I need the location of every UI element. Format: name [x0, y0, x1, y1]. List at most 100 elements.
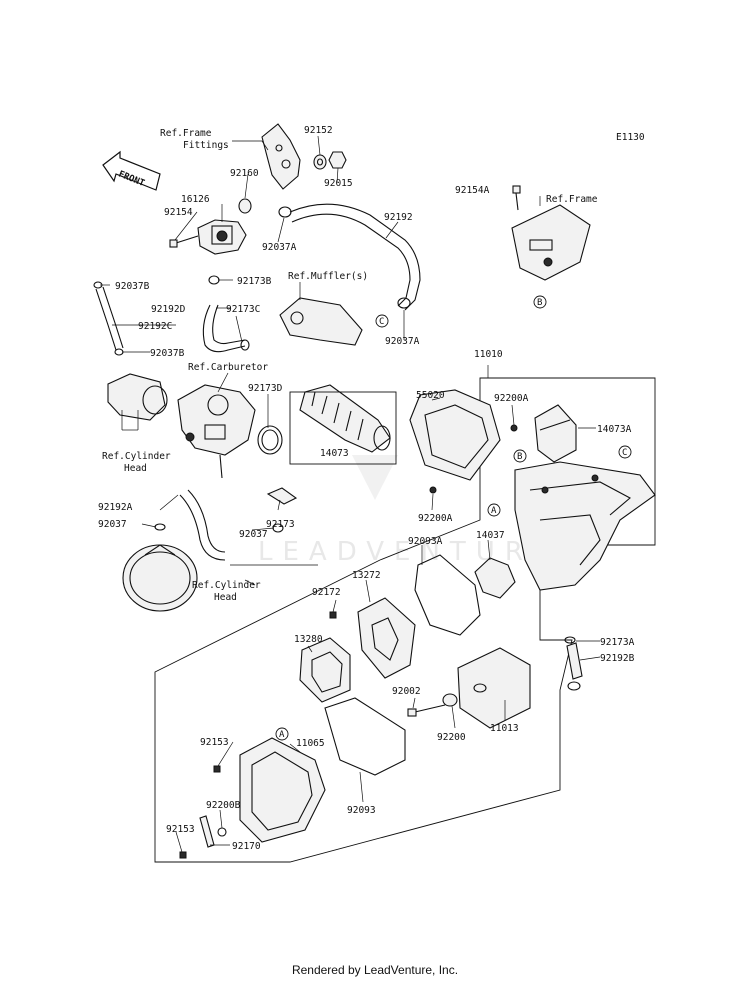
- grommet-92160: [238, 198, 252, 214]
- svg-text:A: A: [491, 506, 497, 516]
- part-92173B: 92173B: [237, 276, 272, 287]
- part-92037B-upper: 92037B: [115, 281, 150, 292]
- clamp-92173B: [208, 275, 220, 285]
- frame-bracket: [261, 123, 301, 190]
- part-92200: 92200: [437, 732, 466, 743]
- seal-92093: [324, 697, 406, 776]
- duct-14073A: [534, 404, 577, 463]
- callout-b-housing: B: [513, 449, 527, 463]
- drain-92170: [199, 815, 215, 848]
- callout-c-housing: C: [618, 445, 632, 459]
- air-cleaner-assembly-frame: [154, 377, 656, 863]
- ref-mufflers-label: Ref.Muffler(s): [288, 271, 368, 282]
- callout-c-upper: C: [375, 314, 389, 328]
- ref-cylinder-head-label-2: Ref.Cylinder: [192, 580, 261, 591]
- svg-text:B: B: [517, 452, 522, 462]
- part-92037A-upper: 92037A: [262, 242, 297, 253]
- part-92037A-lower: 92037A: [385, 336, 420, 347]
- cylinder-head-cover: [122, 544, 198, 612]
- ref-frame-label: Ref.Frame: [546, 194, 598, 205]
- drain-hose-92192B: [566, 642, 583, 691]
- part-92002: 92002: [392, 686, 421, 697]
- screw-92200A-top: [510, 424, 518, 432]
- screw-92172: [329, 611, 337, 619]
- part-92192A: 92192A: [98, 502, 133, 513]
- part-92160: 92160: [230, 168, 259, 179]
- hose-92192C: [95, 286, 124, 351]
- washer-92152: [313, 154, 327, 170]
- footer-credit: Rendered by LeadVenture, Inc.: [291, 963, 459, 977]
- part-92172: 92172: [312, 587, 341, 598]
- clamp-92173A: [564, 636, 576, 644]
- svg-text:C: C: [622, 448, 627, 458]
- clamp-92037B: [93, 281, 124, 356]
- muffler-bracket: [279, 297, 363, 346]
- part-92153-lower: 92153: [166, 824, 195, 835]
- hose-92192: [289, 203, 421, 311]
- clamp-92037A-lower: [397, 297, 411, 309]
- gasket-55020: [409, 389, 501, 481]
- part-92015: 92015: [324, 178, 353, 189]
- part-92173: 92173: [266, 519, 295, 530]
- part-92192B: 92192B: [600, 653, 635, 664]
- part-11013: 11013: [490, 723, 519, 734]
- bolt-92002: [407, 704, 446, 717]
- part-92173C: 92173C: [226, 304, 260, 315]
- screw-92200A-bottom: [429, 486, 437, 494]
- part-92037-center: 92037: [239, 529, 268, 540]
- svg-text:C: C: [379, 317, 384, 327]
- ref-cylinder-head-label-1: Ref.Cylinder: [102, 451, 171, 462]
- ref-frame-fittings-label: Ref.Frame: [160, 128, 212, 139]
- air-cleaner-housing: [514, 461, 656, 591]
- vacuum-valve-16126: [197, 219, 247, 255]
- clamp-92037A-upper: [278, 206, 292, 218]
- carburetor: [177, 384, 256, 479]
- diagram-code: E1130: [616, 132, 645, 143]
- cylinder-head-intake: [107, 373, 168, 421]
- nut-92015: [328, 151, 347, 169]
- part-92170: 92170: [232, 841, 261, 852]
- screw-92153-bottom: [179, 851, 187, 859]
- part-11065: 11065: [296, 738, 325, 749]
- filter-element-11013: [457, 647, 531, 729]
- part-92173D: 92173D: [248, 383, 283, 394]
- part-92154: 92154: [164, 207, 193, 218]
- cover-11065: [239, 737, 326, 843]
- part-92173A: 92173A: [600, 637, 635, 648]
- ref-carburetor-label: Ref.Carburetor: [188, 362, 268, 373]
- part-92192: 92192: [384, 212, 413, 223]
- clamp-92037-left: [154, 523, 166, 531]
- hose-92192A: [179, 489, 226, 561]
- part-92153-upper: 92153: [200, 737, 229, 748]
- part-13280: 13280: [294, 634, 323, 645]
- screw-92153-top: [213, 765, 221, 773]
- clip-92173: [266, 487, 298, 505]
- svg-text:A: A: [279, 730, 285, 740]
- part-number-labels: 92152 92160 92015 16126 92154 92192 9203…: [98, 125, 635, 852]
- part-13272: 13272: [352, 570, 381, 581]
- hose-92192D: [202, 304, 246, 353]
- part-92093A: 92093A: [408, 536, 443, 547]
- part-92200A-lower: 92200A: [418, 513, 453, 524]
- holder-13272: [357, 597, 416, 679]
- svg-text:B: B: [537, 298, 542, 308]
- callout-a-cover: A: [275, 727, 289, 741]
- part-92037: 92037: [98, 519, 127, 530]
- callout-a-housing: A: [487, 503, 501, 517]
- seal-92093A: [414, 554, 481, 636]
- bolt-92154A: [512, 185, 521, 211]
- part-55020: 55020: [416, 390, 445, 401]
- part-11010: 11010: [474, 349, 503, 360]
- duct-group-frame: [289, 391, 397, 465]
- part-92037B-lower: 92037B: [150, 348, 185, 359]
- intake-duct-14073: [299, 384, 391, 453]
- part-92154A: 92154A: [455, 185, 490, 196]
- ref-cylinder-head-label-2b: Head: [214, 592, 237, 603]
- frame-reference: [511, 204, 591, 281]
- part-16126: 16126: [181, 194, 210, 205]
- front-arrow: FRONT: [102, 150, 161, 191]
- washer-92200: [442, 693, 458, 707]
- leader-lines: [100, 135, 601, 853]
- clamp-92173D: [257, 425, 283, 455]
